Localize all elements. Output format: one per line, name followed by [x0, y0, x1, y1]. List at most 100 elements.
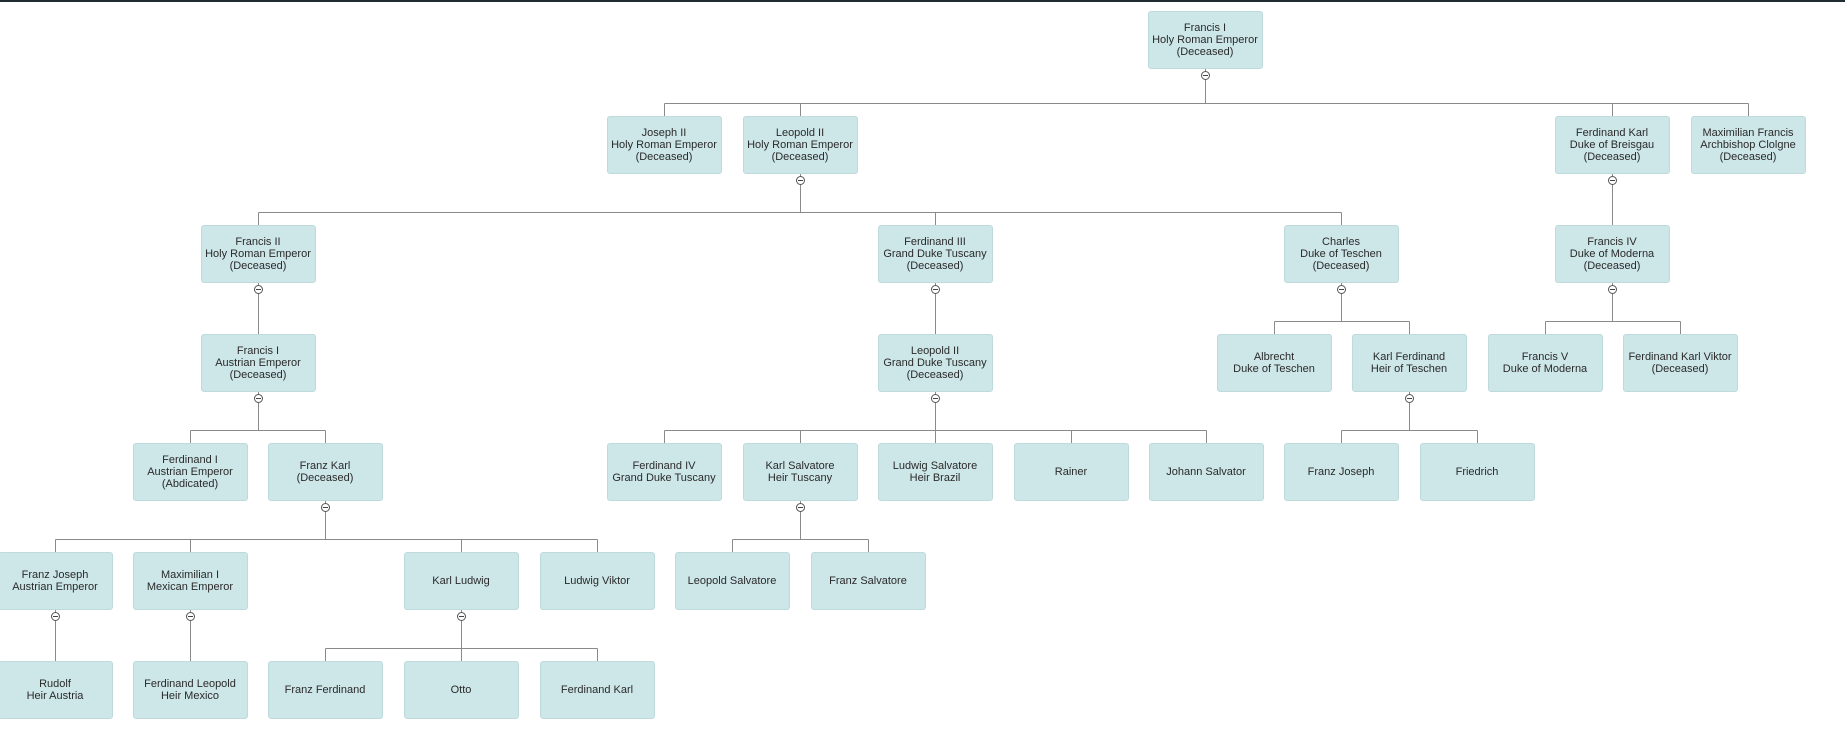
node-label-line: Francis V: [1521, 351, 1569, 363]
node-label-line: Leopold II: [775, 127, 825, 139]
node-label-line: Rudolf: [39, 678, 71, 690]
node-leopold-salvatore[interactable]: Leopold Salvatore: [674, 552, 790, 610]
minus-circle-icon[interactable]: [186, 612, 195, 621]
node-label-line: (Deceased): [296, 472, 354, 484]
minus-circle-icon[interactable]: [1608, 285, 1617, 294]
node-label-line: Ludwig Viktor: [564, 575, 630, 587]
minus-circle-icon[interactable]: [321, 503, 330, 512]
node-label-line: (Deceased): [1719, 151, 1777, 163]
node-label-line: Karl Salvatore: [765, 460, 835, 472]
node-label-line: (Deceased): [229, 260, 287, 272]
minus-circle-icon[interactable]: [1608, 176, 1617, 185]
node-label-line: Holy Roman Emperor: [1152, 34, 1258, 46]
node-label-line: Duke of Teschen: [1233, 363, 1315, 375]
node-karl-ludwig[interactable]: Karl Ludwig: [403, 552, 519, 610]
node-label-line: Duke of Moderna: [1502, 363, 1588, 375]
node-ludwig-viktor[interactable]: Ludwig Viktor: [539, 552, 655, 610]
node-label-line: (Deceased): [1651, 363, 1709, 375]
minus-circle-icon[interactable]: [51, 612, 60, 621]
minus-circle-icon[interactable]: [796, 176, 805, 185]
node-label-line: Grand Duke Tuscany: [612, 472, 716, 484]
node-franz-joseph-teschen[interactable]: Franz Joseph: [1283, 443, 1399, 501]
node-label-line: Maximilian I: [160, 569, 220, 581]
node-label-line: Ferdinand IV: [632, 460, 696, 472]
node-label-line: Ferdinand Leopold: [144, 678, 236, 690]
node-label-line: Franz Karl: [299, 460, 351, 472]
minus-circle-icon[interactable]: [1405, 394, 1414, 403]
node-label-line: Austrian Emperor: [12, 581, 98, 593]
node-label-line: Duke of Teschen: [1300, 248, 1382, 260]
node-label-line: Franz Joseph: [1307, 466, 1375, 478]
node-label-line: Heir Austria: [26, 690, 84, 702]
node-label-line: (Deceased): [229, 369, 287, 381]
node-label-line: Franz Ferdinand: [284, 684, 366, 696]
node-ferdinand-karl[interactable]: Ferdinand Karl: [539, 661, 655, 719]
node-johann-salvator[interactable]: Johann Salvator: [1148, 443, 1264, 501]
node-label-line: Heir Mexico: [160, 690, 220, 702]
node-label-line: (Deceased): [1176, 46, 1234, 58]
minus-circle-icon[interactable]: [254, 394, 263, 403]
node-label-line: Duke of Moderna: [1569, 248, 1655, 260]
node-franz-ferdinand[interactable]: Franz Ferdinand: [267, 661, 383, 719]
node-otto[interactable]: Otto: [403, 661, 519, 719]
node-label-line: Karl Ferdinand: [1372, 351, 1446, 363]
node-label-line: Grand Duke Tuscany: [883, 248, 987, 260]
top-border: [0, 0, 1845, 2]
node-label-line: Otto: [450, 684, 472, 696]
node-rainer[interactable]: Rainer: [1013, 443, 1129, 501]
minus-circle-icon[interactable]: [254, 285, 263, 294]
node-label-line: (Abdicated): [161, 478, 219, 490]
node-label-line: Maximilian Francis: [1702, 127, 1794, 139]
node-label-line: Joseph II: [641, 127, 687, 139]
minus-circle-icon[interactable]: [796, 503, 805, 512]
node-label-line: Leopold II: [910, 345, 960, 357]
node-label-line: (Deceased): [906, 369, 964, 381]
node-label-line: (Deceased): [771, 151, 829, 163]
node-franz-salvatore[interactable]: Franz Salvatore: [810, 552, 926, 610]
minus-circle-icon[interactable]: [1337, 285, 1346, 294]
node-label-line: (Deceased): [906, 260, 964, 272]
node-label-line: Heir of Teschen: [1370, 363, 1448, 375]
node-label-line: Grand Duke Tuscany: [883, 357, 987, 369]
node-ferdinand-karl-viktor[interactable]: Ferdinand Karl Viktor(Deceased): [1622, 334, 1738, 392]
node-friedrich[interactable]: Friedrich: [1419, 443, 1535, 501]
minus-circle-icon[interactable]: [1201, 71, 1210, 80]
minus-circle-icon[interactable]: [931, 285, 940, 294]
node-label-line: Friedrich: [1455, 466, 1499, 478]
node-label-line: Heir Tuscany: [767, 472, 833, 484]
node-label-line: (Deceased): [1583, 260, 1641, 272]
node-franz-karl[interactable]: Franz Karl(Deceased): [267, 443, 383, 501]
node-label-line: Johann Salvator: [1166, 466, 1246, 478]
minus-circle-icon[interactable]: [457, 612, 466, 621]
node-label-line: Karl Ludwig: [432, 575, 490, 587]
node-label-line: Ferdinand I: [162, 454, 218, 466]
minus-circle-icon[interactable]: [931, 394, 940, 403]
node-label-line: Ferdinand III: [904, 236, 966, 248]
node-label-line: Francis I: [1183, 22, 1227, 34]
node-label-line: Holy Roman Emperor: [205, 248, 311, 260]
node-label-line: Ferdinand Karl Viktor: [1628, 351, 1732, 363]
